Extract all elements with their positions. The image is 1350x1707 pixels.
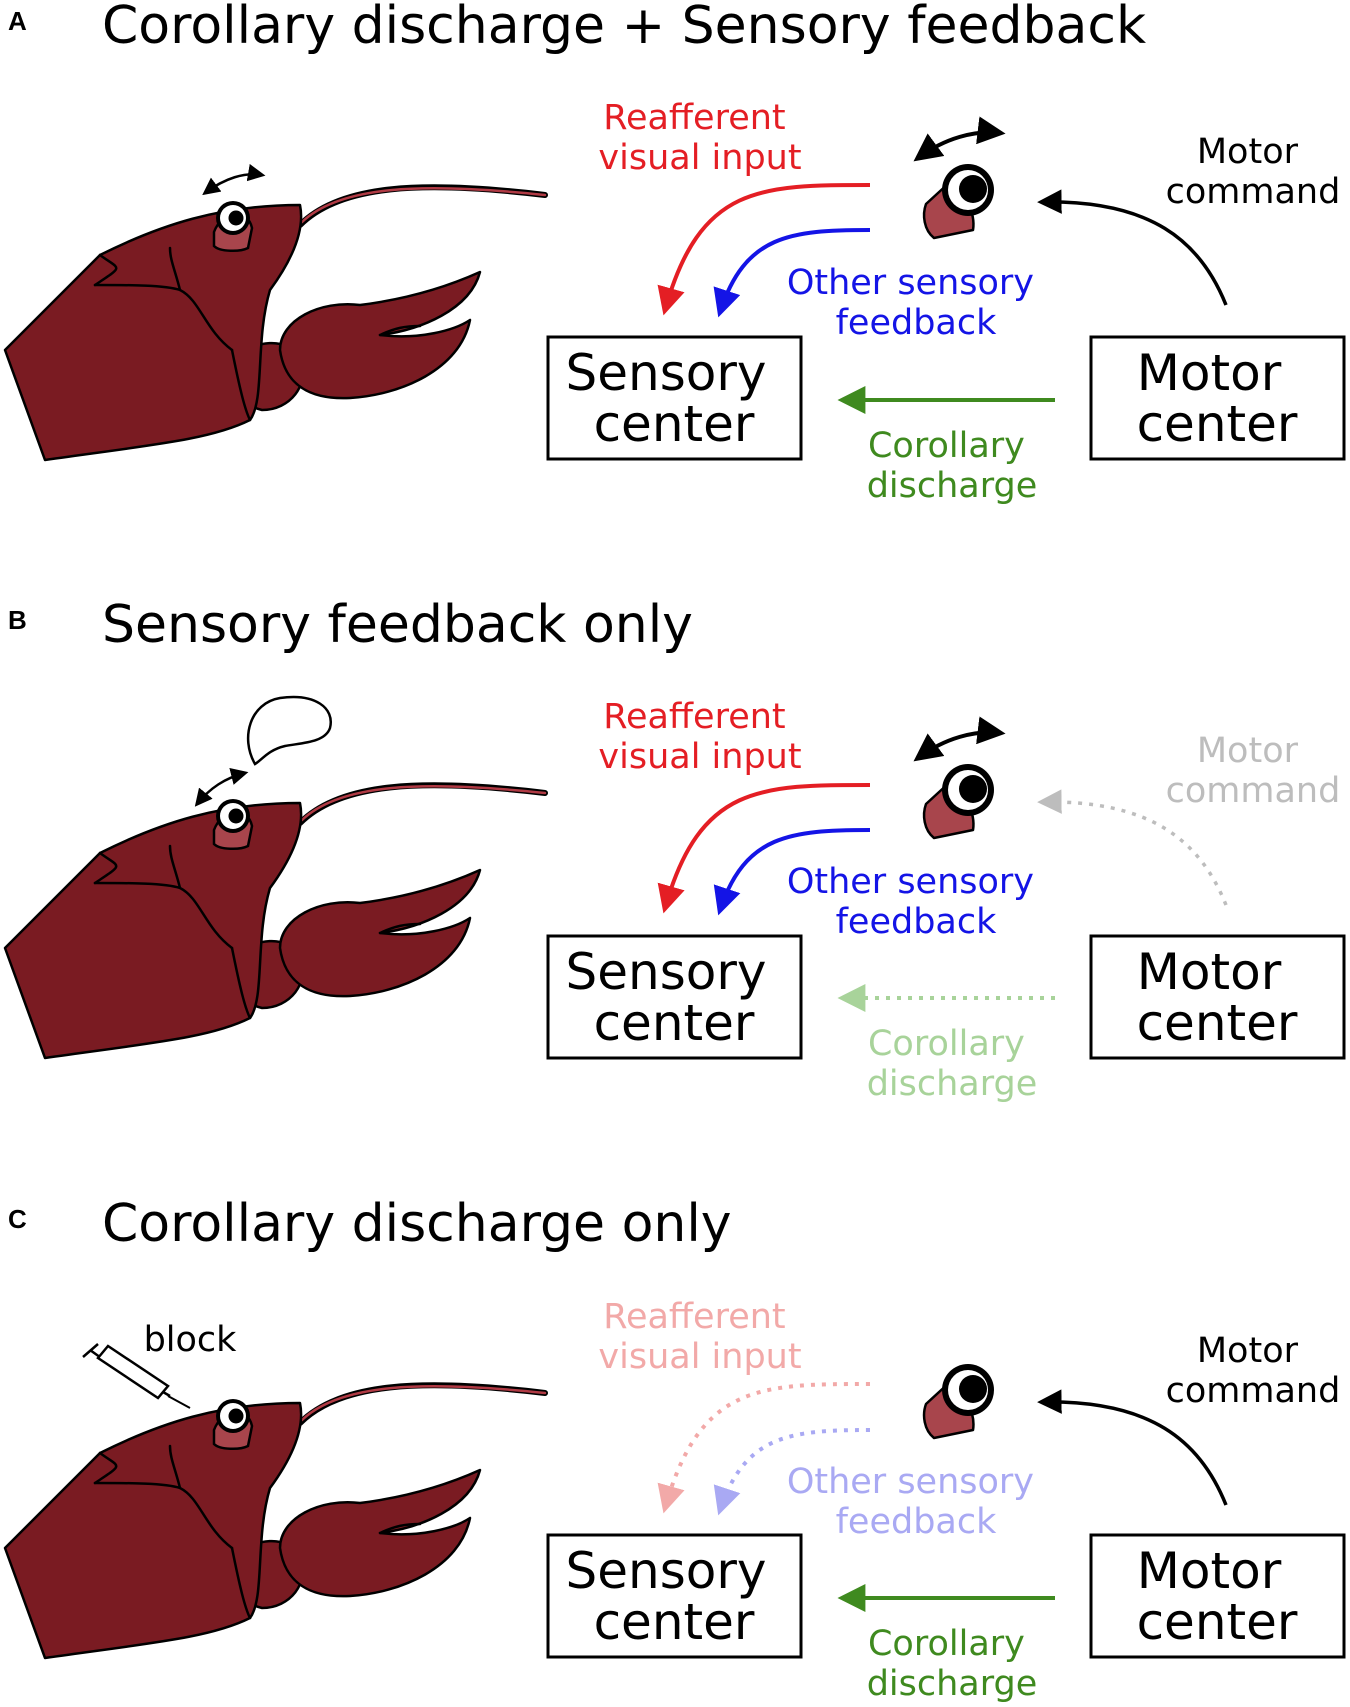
sensory-center-box-a: Sensory center	[546, 335, 803, 461]
crayfish-b	[5, 695, 545, 1058]
reafferent-arrow-b	[657, 783, 871, 914]
panel-letter-a: A	[8, 6, 27, 36]
block-label: block	[144, 1320, 238, 1360]
svg-text:Sensory center: Sensory center	[566, 344, 783, 453]
sensory-center-box-c: Sensory center	[546, 1533, 803, 1659]
panel-a: A Corollary discharge + Sensory feedback…	[5, 0, 1346, 506]
svg-text:Sensory center: Sensory center	[566, 943, 783, 1052]
motor-center-box-a: Motor center	[1089, 335, 1346, 461]
syringe-icon	[82, 1343, 191, 1409]
reafferent-label-c: Reafferent visual input	[598, 1297, 801, 1377]
reafferent-arrow-a	[657, 183, 871, 316]
motor-center-box-b: Motor center	[1089, 934, 1346, 1060]
svg-text:Sensory center: Sensory center	[566, 1542, 783, 1651]
eye-motion-arrow-b	[194, 767, 249, 807]
svg-text:Motor center: Motor center	[1137, 1542, 1298, 1651]
motor-command-arrow-c	[1037, 1389, 1228, 1506]
panel-letter-b: B	[8, 605, 27, 635]
corollary-label-c: Corollary discharge	[867, 1624, 1038, 1704]
reafferent-label-b: Reafferent visual input	[598, 697, 801, 777]
panel-b: B Sensory feedback only Reafferent visua…	[5, 595, 1346, 1104]
corollary-label-b: Corollary discharge	[867, 1024, 1038, 1104]
sensory-center-box-b: Sensory center	[546, 934, 803, 1060]
reafferent-label-a: Reafferent visual input	[598, 98, 801, 178]
corollary-label-a: Corollary discharge	[867, 426, 1038, 506]
motor-command-arrow-b	[1037, 789, 1228, 906]
motor-command-label-a: Motor command	[1166, 132, 1341, 212]
eye-icon-a	[913, 116, 1006, 240]
motor-command-label-b: Motor command	[1166, 731, 1341, 811]
panel-title-c: Corollary discharge only	[102, 1194, 732, 1254]
other-sensory-label-c: Other sensory feedback	[787, 1462, 1045, 1542]
eye-rotation-arrow-a	[913, 116, 1006, 162]
eye-motion-arrow-a	[202, 163, 266, 196]
panel-title-a: Corollary discharge + Sensory feedback	[102, 0, 1146, 56]
reafferent-arrow-c	[657, 1382, 871, 1514]
panel-title-b: Sensory feedback only	[102, 595, 693, 655]
eye-icon-b	[913, 716, 1006, 840]
eye-icon-c	[922, 1362, 996, 1440]
eye-rotation-arrow-b	[913, 716, 1006, 762]
other-sensory-arrow-a	[713, 228, 871, 318]
other-sensory-label-b: Other sensory feedback	[787, 862, 1045, 942]
crayfish-a	[5, 163, 545, 460]
svg-text:Motor center: Motor center	[1137, 344, 1298, 453]
motor-command-label-c: Motor command	[1166, 1331, 1341, 1411]
motor-command-arrow-a	[1037, 189, 1228, 306]
thought-bubble-shape	[246, 695, 332, 766]
motor-center-box-c: Motor center	[1089, 1533, 1346, 1659]
crayfish-c	[5, 1343, 545, 1658]
other-sensory-arrow-b	[713, 828, 871, 916]
panel-letter-c: C	[8, 1204, 27, 1234]
svg-text:Motor center: Motor center	[1137, 943, 1298, 1052]
panel-c: C Corollary discharge only block Reaffer…	[5, 1194, 1346, 1704]
other-sensory-label-a: Other sensory feedback	[787, 263, 1045, 343]
